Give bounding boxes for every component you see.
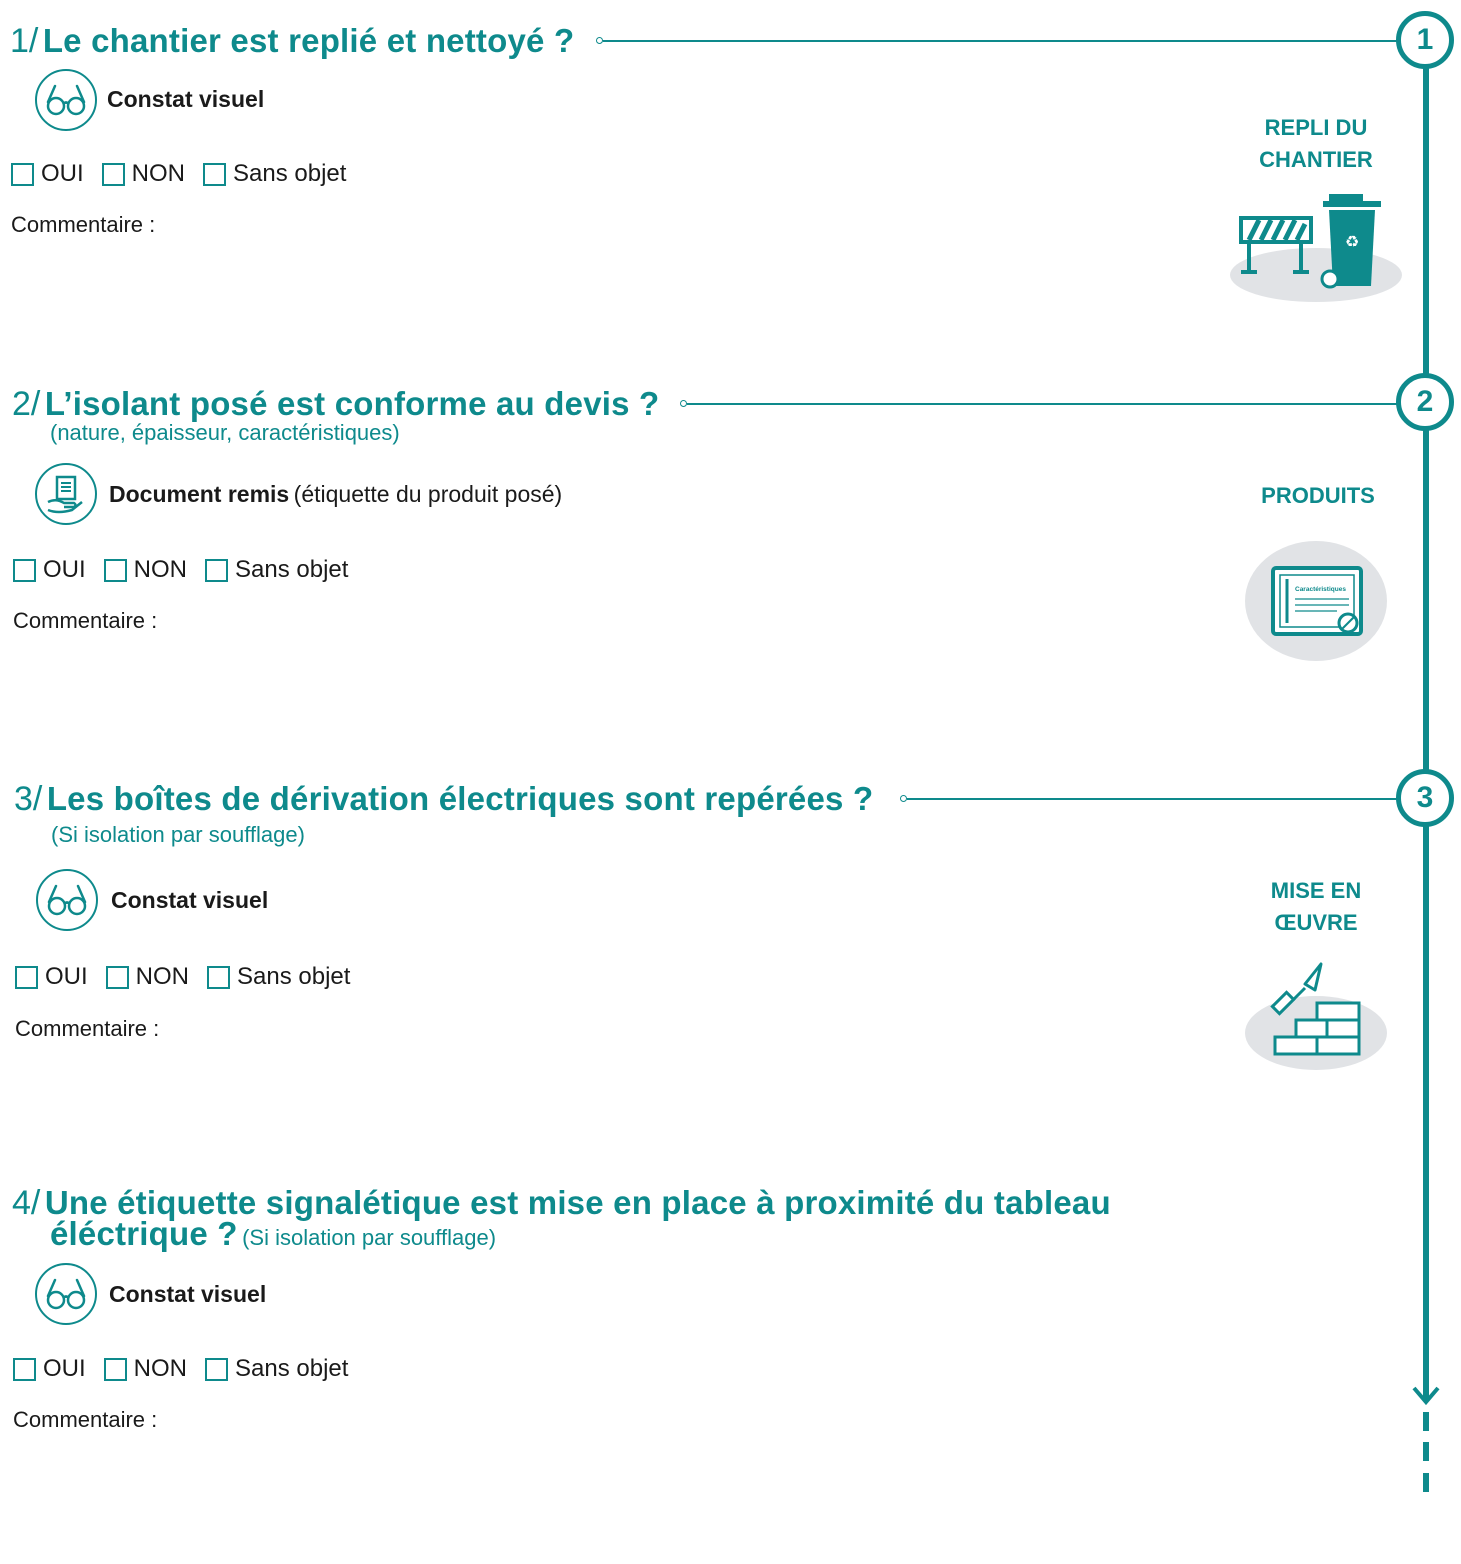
- product-label-text: Caractéristiques: [1295, 586, 1346, 593]
- checkbox-non[interactable]: [105, 965, 129, 989]
- method-label: Constat visuel: [107, 86, 265, 112]
- step-marker-1: 1: [1396, 11, 1454, 69]
- question-title: Le chantier est replié et nettoyé ?: [42, 22, 575, 59]
- timeline-arrow-icon: [1412, 1386, 1440, 1492]
- question-number: 3/: [14, 780, 43, 818]
- svg-text:♻: ♻: [1345, 232, 1359, 251]
- connector-line-2: [687, 403, 1398, 405]
- document-hand-icon: [35, 463, 97, 525]
- checkbox-oui[interactable]: [11, 162, 34, 186]
- checkbox-oui[interactable]: [15, 965, 38, 989]
- method-label: Document remis: [109, 481, 290, 507]
- option-sans-objet[interactable]: Sans objet: [205, 1355, 348, 1383]
- comment-label: Commentaire :: [15, 1016, 160, 1041]
- question-1-heading: 1/ Le chantier est replié et nettoyé ?: [10, 22, 574, 61]
- method-row: Document remis (étiquette du produit pos…: [109, 481, 562, 508]
- checkbox-non[interactable]: [101, 162, 125, 186]
- question-3-heading: 3/ Les boîtes de dérivation électriques …: [14, 780, 873, 819]
- timeline-line: [1423, 60, 1429, 1400]
- checkbox-sans-objet[interactable]: [203, 162, 227, 186]
- answer-options-4: OUI NON Sans objet: [13, 1355, 348, 1383]
- question-2-heading: 2/ L’isolant posé est conforme au devis …: [12, 385, 659, 424]
- checkbox-non[interactable]: [103, 1357, 127, 1381]
- checkbox-sans-objet[interactable]: [205, 558, 229, 582]
- method-detail: (étiquette du produit posé): [293, 481, 563, 507]
- option-oui[interactable]: OUI: [13, 1355, 86, 1383]
- question-title-line1: Une étiquette signalétique est mise en p…: [44, 1184, 1111, 1221]
- category-produits: PRODUITS: [1261, 483, 1375, 508]
- question-4-heading-line2: éléctrique ? (Si isolation par soufflage…: [50, 1215, 496, 1253]
- question-title: L’isolant posé est conforme au devis ?: [44, 385, 660, 422]
- question-subtitle: (nature, épaisseur, caractéristiques): [50, 420, 400, 445]
- product-sheet-icon: [1271, 566, 1363, 636]
- step-marker-3: 3: [1396, 769, 1454, 827]
- option-non[interactable]: NON: [101, 160, 185, 188]
- checkbox-sans-objet[interactable]: [207, 965, 231, 989]
- product-label-illustration: Caractéristiques: [1245, 541, 1387, 661]
- category-repli-chantier: REPLI DU CHANTIER: [1259, 115, 1373, 172]
- barrier-bin-icon: ♻: [1230, 194, 1402, 302]
- option-non[interactable]: NON: [103, 1355, 187, 1383]
- answer-options-2: OUI NON Sans objet: [13, 556, 348, 584]
- comment-label: Commentaire :: [11, 212, 156, 237]
- question-number: 2/: [12, 385, 41, 423]
- option-oui[interactable]: OUI: [11, 160, 84, 188]
- answer-options-1: OUI NON Sans objet: [11, 160, 346, 188]
- trowel-bricks-icon: [1245, 962, 1387, 1070]
- glasses-icon: [36, 869, 98, 931]
- method-label: Constat visuel: [109, 1281, 267, 1307]
- option-non[interactable]: NON: [103, 556, 187, 584]
- connector-dot-1: [596, 37, 603, 44]
- connector-line-3: [907, 798, 1398, 800]
- question-subtitle: (Si isolation par soufflage): [51, 822, 305, 847]
- question-number: 1/: [10, 22, 39, 60]
- question-subtitle: (Si isolation par soufflage): [242, 1225, 497, 1250]
- connector-dot-2: [680, 400, 687, 407]
- question-title: Les boîtes de dérivation électriques son…: [46, 780, 874, 817]
- option-sans-objet[interactable]: Sans objet: [207, 963, 350, 991]
- comment-label: Commentaire :: [13, 608, 158, 633]
- question-4-heading: 4/ Une étiquette signalétique est mise e…: [12, 1184, 1111, 1223]
- option-sans-objet[interactable]: Sans objet: [203, 160, 346, 188]
- step-marker-2: 2: [1396, 373, 1454, 431]
- option-oui[interactable]: OUI: [15, 963, 88, 991]
- option-sans-objet[interactable]: Sans objet: [205, 556, 348, 584]
- comment-label: Commentaire :: [13, 1407, 158, 1432]
- category-mise-en-oeuvre: MISE EN ŒUVRE: [1270, 878, 1362, 935]
- checkbox-oui[interactable]: [13, 558, 36, 582]
- glasses-icon: [35, 69, 97, 131]
- question-title-line2: éléctrique ?: [50, 1215, 238, 1252]
- connector-dot-3: [900, 795, 907, 802]
- answer-options-3: OUI NON Sans objet: [15, 963, 350, 991]
- method-label: Constat visuel: [111, 887, 269, 913]
- checkbox-sans-objet[interactable]: [205, 1357, 229, 1381]
- glasses-icon: [35, 1263, 97, 1325]
- connector-line-1: [603, 40, 1398, 42]
- option-oui[interactable]: OUI: [13, 556, 86, 584]
- question-number: 4/: [12, 1184, 41, 1222]
- checkbox-non[interactable]: [103, 558, 127, 582]
- checkbox-oui[interactable]: [13, 1357, 36, 1381]
- option-non[interactable]: NON: [105, 963, 189, 991]
